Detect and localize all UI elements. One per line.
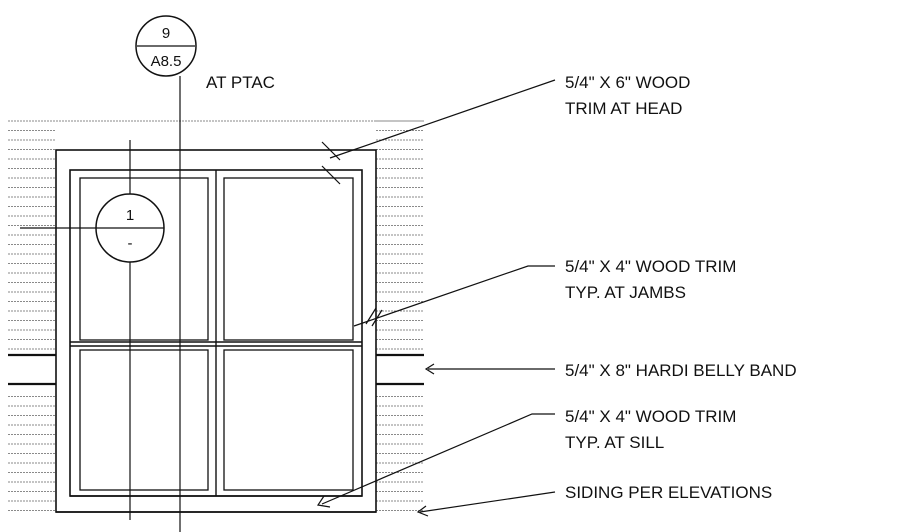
belly-band <box>8 353 424 386</box>
callout-notes: 5/4" X 6" WOOD TRIM AT HEAD 5/4" X 4" WO… <box>565 73 797 502</box>
sill-trim-leader <box>321 413 555 505</box>
glass-pane-bottom-right <box>223 349 354 491</box>
jamb-trim-tick-1 <box>365 307 377 325</box>
jamb-trim-leader <box>353 265 555 327</box>
glass-pane-bottom-left <box>79 349 209 491</box>
callout-head-trim-line1: 5/4" X 6" WOOD <box>565 73 690 92</box>
detail-tag-note: AT PTAC <box>206 73 275 92</box>
section-tag: 1 - <box>95 193 165 263</box>
callout-sill-trim-line2: TYP. AT SILL <box>565 433 664 452</box>
head-trim-leader <box>329 79 556 159</box>
detail-tag-sheet: A8.5 <box>151 53 182 70</box>
head-trim-tick-1 <box>321 141 341 161</box>
belly-band-arrow <box>424 363 435 375</box>
jamb-trim-tick-2 <box>371 309 383 327</box>
siding-lines <box>8 120 424 511</box>
window-assembly <box>55 149 377 513</box>
callout-head-trim-line2: TRIM AT HEAD <box>565 99 682 118</box>
callout-sill-trim-line1: 5/4" X 4" WOOD TRIM <box>565 407 736 426</box>
detail-tag-number: 9 <box>162 25 170 42</box>
callout-jamb-trim-line2: TYP. AT JAMBS <box>565 283 686 302</box>
head-trim-tick-2 <box>321 165 341 185</box>
callout-jamb-trim-line1: 5/4" X 4" WOOD TRIM <box>565 257 736 276</box>
leaders <box>316 79 556 517</box>
siding-arrow <box>416 505 429 517</box>
detail-tag: 9 A8.5 <box>135 15 197 77</box>
section-tag-number: 1 <box>126 207 134 224</box>
glass-pane-top-right <box>223 177 354 341</box>
siding-leader <box>419 491 556 513</box>
section-tag-sheet: - <box>128 235 133 252</box>
sill-trim-arrow <box>316 495 331 508</box>
callout-siding: SIDING PER ELEVATIONS <box>565 483 772 502</box>
callout-belly-band: 5/4" X 8" HARDI BELLY BAND <box>565 361 797 380</box>
